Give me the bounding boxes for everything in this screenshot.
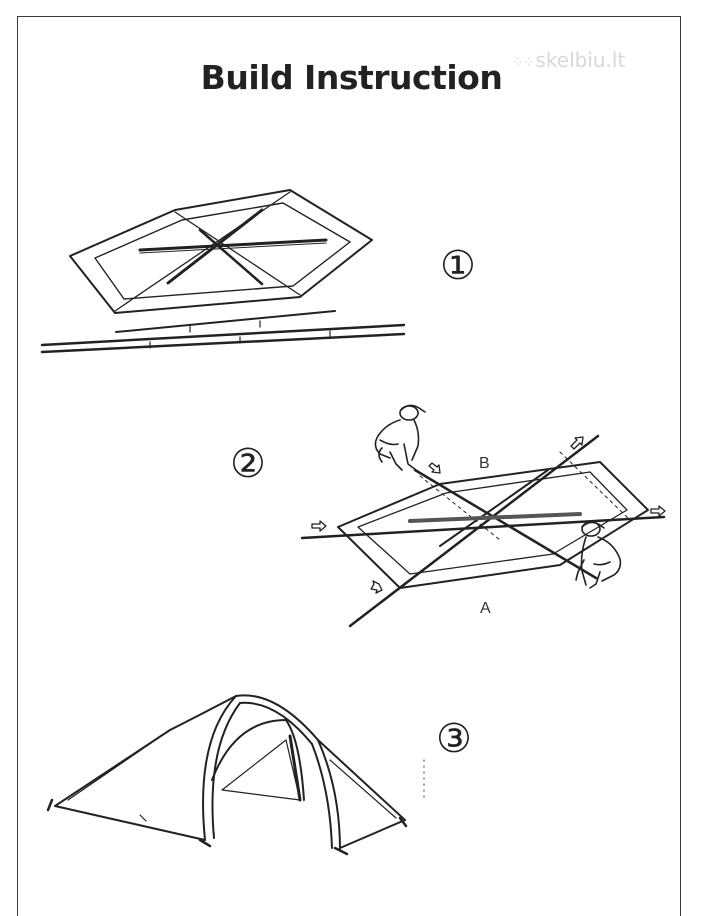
pole-3	[198, 228, 264, 286]
tent-seam-a	[174, 211, 301, 296]
tent-ridge-pole-inner	[239, 701, 313, 745]
person-right-icon	[575, 521, 622, 589]
pole-horizontal	[300, 515, 666, 540]
tent-door	[221, 739, 301, 801]
dots-icon: ⁘⁘	[512, 55, 534, 71]
tent-floor-inner	[94, 202, 351, 300]
tent-arch-front	[202, 695, 237, 841]
tent-arch-back	[317, 739, 341, 851]
tent-floor-outline	[69, 189, 373, 314]
pole-1	[138, 238, 328, 252]
pole-label-a: A	[480, 600, 491, 617]
tent-ridge-pole	[235, 694, 319, 741]
tent-floor-inner	[357, 471, 628, 575]
tent-fly-right-line	[329, 759, 397, 819]
pole-1-inner	[139, 242, 327, 254]
pole-2	[166, 208, 264, 285]
step-3-marker: ③	[436, 716, 472, 762]
pole-a	[348, 434, 600, 628]
arrow-down-icon	[428, 462, 441, 474]
tent-fly-left-edge	[54, 805, 206, 841]
watermark-text: skelbiu.lt	[535, 48, 626, 72]
tent-arch-front-inner	[211, 702, 241, 839]
pole-b	[413, 468, 598, 580]
pole-cross	[439, 469, 549, 547]
arrow-left-icon	[311, 520, 327, 532]
arrow-lower-left-icon	[370, 580, 383, 594]
loose-pole-1	[115, 310, 336, 333]
loose-pole-2	[40, 323, 406, 347]
step-1-marker: ①	[440, 243, 476, 289]
arrow-right-icon	[650, 505, 666, 517]
tent-door-arch	[211, 719, 305, 801]
page-frame	[17, 16, 681, 916]
tent-fly-right	[317, 739, 406, 821]
arrow-upper-right-icon	[570, 436, 584, 450]
watermark: ⁘⁘skelbiu.lt	[512, 48, 625, 72]
pole-label-b: B	[479, 455, 490, 472]
tent-arch-back-inner	[311, 743, 333, 849]
page-title: Build Instruction	[200, 58, 503, 97]
loose-pole-3	[40, 332, 406, 354]
tent-fly-right-edge	[339, 819, 406, 849]
person-left-icon	[374, 404, 426, 471]
step-2-marker: ②	[230, 441, 266, 487]
tent-fly-left-line	[67, 729, 171, 801]
